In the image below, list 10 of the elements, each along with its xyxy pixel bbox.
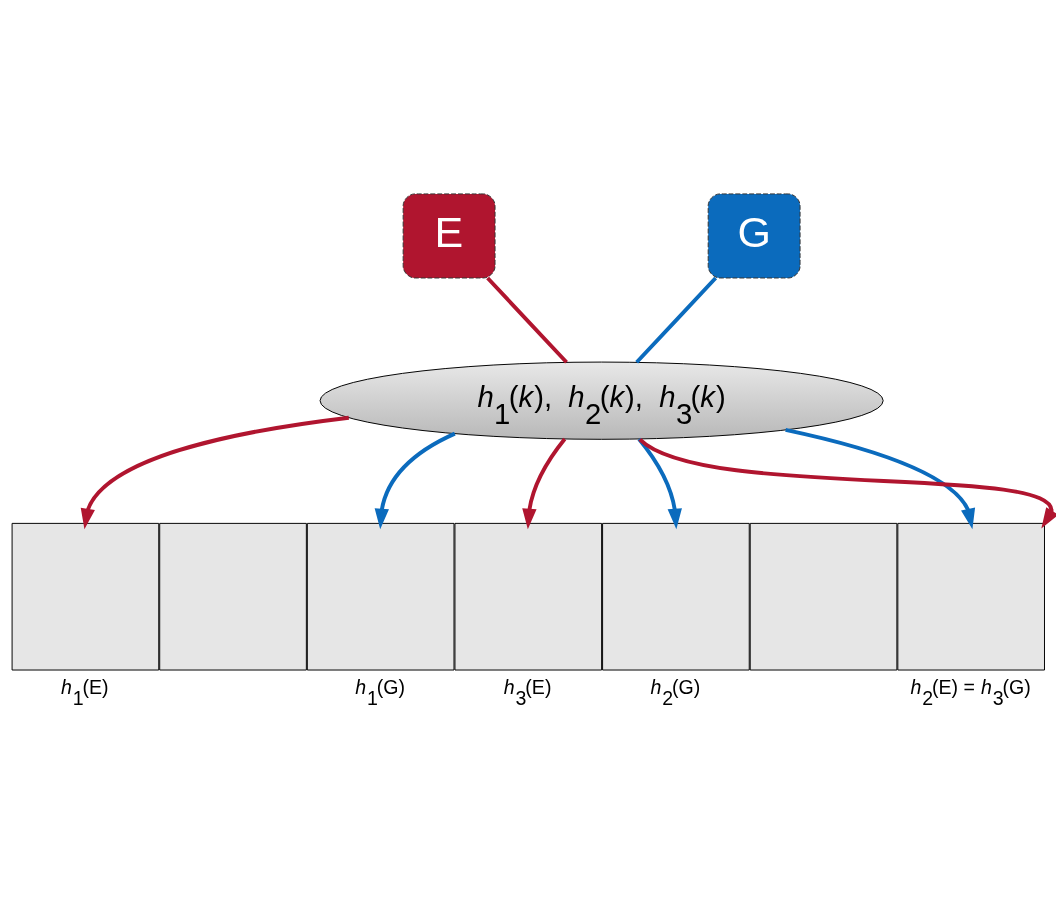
arrow	[637, 437, 682, 530]
arrow	[785, 428, 976, 530]
node-box: G	[707, 193, 801, 279]
arrow	[80, 415, 350, 530]
arrow	[638, 437, 1056, 529]
connector	[486, 276, 568, 364]
node-box: E	[402, 193, 496, 279]
connector	[635, 276, 718, 364]
arrow	[522, 437, 567, 530]
arrow	[374, 431, 456, 530]
